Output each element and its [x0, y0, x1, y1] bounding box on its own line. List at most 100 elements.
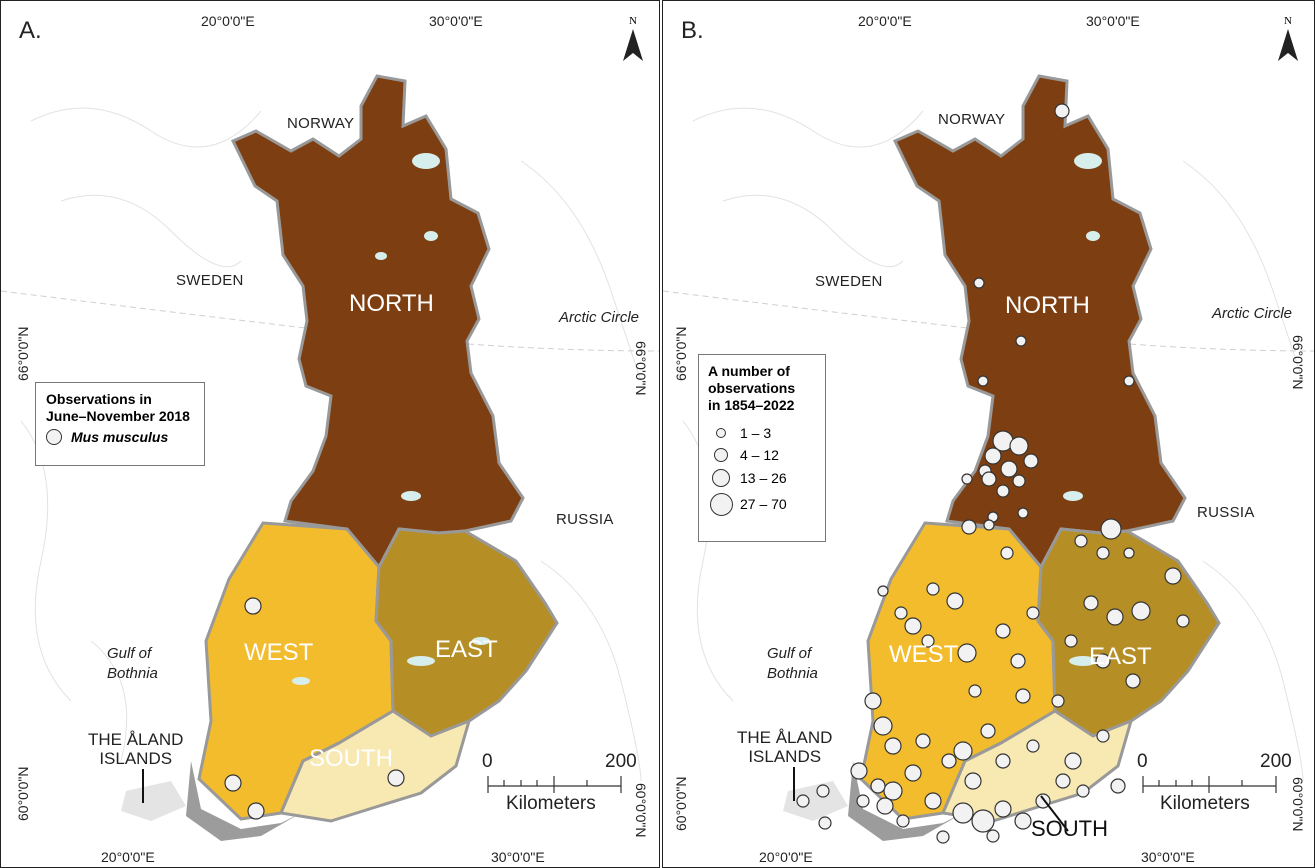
obs-marker: [1026, 739, 1040, 753]
obs-marker: [936, 830, 950, 844]
obs-marker: [995, 753, 1011, 769]
legend-item: 1 – 3: [708, 422, 816, 444]
scale-end: 200: [605, 751, 637, 772]
obs-marker: [984, 447, 1002, 465]
country-norway: NORWAY: [287, 115, 355, 132]
obs-marker: [1015, 688, 1031, 704]
obs-marker: [244, 597, 262, 615]
obs-marker: [996, 484, 1010, 498]
obs-marker: [1014, 812, 1032, 830]
lat-label-left: 60°0'0"N: [673, 776, 689, 832]
obs-marker: [981, 471, 997, 487]
panel-b: B. 20°0'0"E 30°0'0"E 20°0'0"E 30°0'0"E 6…: [662, 0, 1315, 868]
lat-label-left: 60°0'0"N: [15, 766, 31, 822]
obs-marker: [1000, 460, 1018, 478]
scale-start: 0: [1137, 751, 1148, 772]
obs-marker: [971, 809, 995, 833]
obs-marker: [1110, 778, 1126, 794]
obs-marker: [1064, 634, 1078, 648]
region-label-east: EAST: [435, 636, 498, 663]
obs-marker: [904, 764, 922, 782]
country-sweden: SWEDEN: [176, 272, 244, 289]
north-arrow: N: [1277, 15, 1299, 68]
obs-marker: [1076, 784, 1090, 798]
region-north: [892, 74, 1187, 570]
obs-marker: [883, 781, 903, 801]
region-label-south: SOUTH: [309, 745, 393, 772]
obs-marker: [995, 623, 1011, 639]
obs-marker: [870, 778, 886, 794]
obs-marker: [1106, 608, 1124, 626]
lat-label-right: 60°0'0"N: [633, 783, 649, 838]
scale-start: 0: [482, 751, 493, 772]
country-russia: RUSSIA: [1197, 504, 1255, 521]
obs-marker: [961, 519, 977, 535]
legend-item-label: 4 – 12: [740, 447, 779, 463]
obs-marker: [957, 643, 977, 663]
lat-label-right: 60°0'0"N: [1290, 777, 1306, 832]
southwest-coast: [848, 761, 963, 841]
obs-marker: [915, 733, 931, 749]
obs-marker: [894, 606, 908, 620]
arctic-circle-label: Arctic Circle: [1212, 305, 1293, 322]
country-norway: NORWAY: [938, 111, 1006, 128]
region-north: [230, 74, 525, 570]
legend-item: 13 – 26: [708, 466, 816, 490]
obs-marker: [961, 473, 973, 485]
obs-marker: [946, 592, 964, 610]
legend-item-label: Mus musculus: [71, 429, 169, 445]
obs-marker: [953, 741, 973, 761]
region-east: [1036, 527, 1221, 738]
observation-markers-a: [224, 597, 405, 820]
aland-pointer: [142, 769, 144, 803]
obs-marker: [876, 797, 894, 815]
north-label: N: [1284, 15, 1292, 27]
legend-title: Observations in June–November 2018: [46, 391, 190, 424]
obs-marker: [816, 784, 830, 798]
obs-marker: [1055, 773, 1071, 789]
lon-label-bottom: 30°0'0"E: [491, 849, 545, 865]
legend-item-label: 27 – 70: [740, 496, 787, 512]
obs-marker: [1083, 595, 1099, 611]
aland-area: [783, 781, 848, 821]
country-sweden: SWEDEN: [815, 273, 883, 290]
aland-label: THE ÅLAND ISLANDS: [88, 730, 184, 768]
obs-marker: [1054, 103, 1070, 119]
obs-marker: [1131, 601, 1151, 621]
region-label-south: SOUTH: [1031, 816, 1108, 841]
north-arrow-icon: [623, 29, 643, 61]
obs-marker: [1123, 547, 1135, 559]
obs-marker: [247, 802, 265, 820]
lakes: [292, 153, 490, 685]
south-pointer: [1040, 795, 1069, 832]
map-a: [1, 74, 659, 841]
obs-marker: [1015, 335, 1027, 347]
lon-label-bottom: 20°0'0"E: [101, 849, 155, 865]
marker-icon: [709, 492, 733, 516]
lat-label-right: 66°0'0"N: [1290, 335, 1306, 390]
obs-marker: [1023, 453, 1039, 469]
obs-marker: [924, 792, 942, 810]
obs-marker: [818, 816, 832, 830]
obs-marker: [896, 814, 910, 828]
legend-a: Observations in June–November 2018 Mus m…: [35, 382, 205, 466]
obs-marker: [1051, 694, 1065, 708]
obs-marker: [1000, 546, 1014, 560]
map-b: [663, 74, 1314, 844]
obs-marker: [1017, 507, 1029, 519]
obs-marker: [873, 716, 893, 736]
aland-pointer: [793, 767, 795, 801]
north-label: N: [629, 15, 637, 27]
obs-marker: [224, 774, 242, 792]
obs-marker: [877, 585, 889, 597]
aland-area: [121, 781, 186, 821]
region-label-east: EAST: [1089, 643, 1152, 670]
obs-marker: [1096, 546, 1110, 560]
obs-marker: [926, 582, 940, 596]
obs-marker: [1074, 534, 1088, 548]
obs-marker: [1010, 653, 1026, 669]
obs-marker: [986, 829, 1000, 843]
obs-marker: [968, 684, 982, 698]
gulf-label: Gulf of Bothnia: [107, 645, 158, 682]
marker-icon: [46, 429, 62, 445]
